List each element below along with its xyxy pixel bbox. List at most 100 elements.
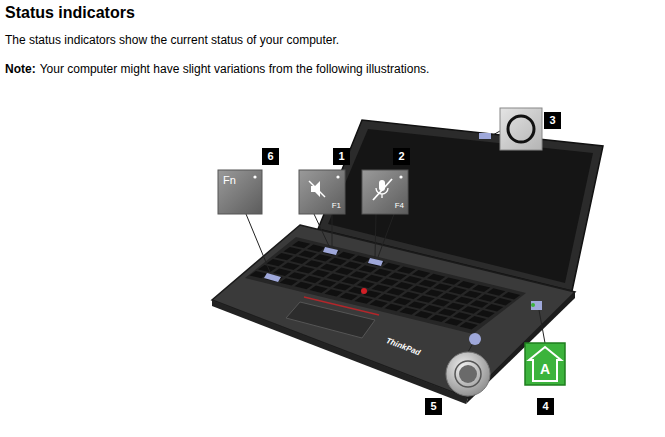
keyboard-key (326, 273, 344, 280)
f4-key: F4 (362, 170, 408, 214)
key-led (399, 175, 402, 178)
keyboard-key (380, 278, 398, 285)
keyboard-key (290, 257, 308, 264)
keyboard-key (448, 287, 466, 294)
keyboard-key (416, 295, 434, 302)
keyboard-key (393, 298, 411, 305)
keyboard-key (275, 253, 293, 260)
keyboard-key (384, 304, 402, 311)
intro-text: The status indicators show the current s… (5, 33, 339, 47)
fingerprint-sensor (459, 365, 477, 383)
f1-key-highlight (323, 247, 338, 255)
keyboard-key (313, 254, 331, 261)
keyboard-key (266, 259, 284, 266)
note-label: Note: (5, 62, 36, 76)
camera-highlight (479, 133, 491, 139)
f1-key: F1 (299, 170, 345, 214)
keyboard-key (476, 310, 494, 317)
indicator-highlight (531, 301, 542, 310)
callout-number: 6 (262, 148, 279, 165)
keyboard-key (371, 284, 389, 291)
fingerprint-ring (455, 361, 481, 387)
keyboard-key (463, 291, 481, 298)
keyboard-key (305, 260, 323, 267)
keyboard-key (468, 316, 486, 323)
keyboard-key (472, 285, 490, 292)
trackpad (286, 302, 375, 338)
keyboard-key (350, 271, 368, 278)
keyboard-key (487, 288, 505, 295)
keyboard-key (427, 274, 445, 281)
mic-slash (373, 179, 392, 200)
keyboard-key (382, 263, 400, 270)
key-led (336, 175, 339, 178)
trackpoint (361, 288, 367, 294)
keyboard-key (279, 278, 297, 285)
keyboard-key (283, 247, 301, 254)
keyboard-key (339, 293, 357, 300)
keyboard-key (333, 283, 351, 290)
keyboard-key (352, 255, 370, 262)
keyboard-key (328, 258, 346, 265)
f4-key-highlight (368, 258, 383, 266)
key-label: Fn (223, 174, 236, 186)
keyboard-key (378, 294, 396, 301)
leader-lines (246, 131, 545, 352)
keyboard-key (298, 251, 316, 258)
keyboard-key (373, 269, 391, 276)
icon-letter: A (540, 361, 550, 378)
keyboard-key (444, 318, 462, 325)
callout-number: 1 (333, 148, 350, 165)
keyboard-key (303, 276, 321, 283)
keyboard-key (273, 269, 291, 276)
callout-number: 4 (537, 398, 554, 415)
keyboard-key (337, 252, 355, 259)
keyboard-key (281, 263, 299, 270)
keyboard-key (478, 294, 496, 301)
keyboard-key (502, 292, 520, 299)
keyboard-key (356, 281, 374, 288)
note-text: Your computer might have slight variatio… (40, 62, 430, 76)
house-outline (529, 347, 561, 381)
key-label: F1 (332, 202, 341, 211)
keyboard-key (354, 296, 372, 303)
fn-key-highlight (264, 273, 281, 282)
keyboard-key (343, 261, 361, 268)
keyboard-key (410, 286, 428, 293)
keyboard-key (425, 289, 443, 296)
keyboard-key (408, 301, 426, 308)
keyboard-key (348, 287, 366, 294)
callout-number: 3 (544, 112, 561, 129)
keyboard-key (470, 300, 488, 307)
keyboard-key (388, 272, 406, 279)
keyboard-key (395, 282, 413, 289)
fingerprint-zoom (446, 352, 490, 396)
keyboard-key (401, 292, 419, 299)
keyboard-key (307, 245, 325, 252)
keyboard-key (369, 300, 387, 307)
keyboard-key (311, 270, 329, 277)
fn-key-zoom (218, 170, 262, 214)
keyboard-key (365, 275, 383, 282)
keyboard-key (459, 322, 477, 329)
keyboard-key (414, 311, 432, 318)
camera-zoom (500, 108, 542, 150)
keyboard-key (403, 276, 421, 283)
green-indicator-zoom (525, 343, 565, 385)
trackpoint-buttons (304, 297, 379, 315)
f1-key-zoom (299, 170, 345, 214)
keyboard-key (433, 283, 451, 290)
keyboard-key (412, 270, 430, 277)
keyboard-key (493, 298, 511, 305)
keyboard-key (358, 265, 376, 272)
keyboard-key (399, 307, 417, 314)
keyboard-key (442, 277, 460, 284)
keyboard-key (318, 279, 336, 286)
keyboard-key (461, 306, 479, 313)
keyboard-key (296, 266, 314, 273)
callout-number: 2 (393, 148, 410, 165)
mute-slash (309, 181, 325, 197)
keyboard-key (324, 289, 342, 296)
keyboard-key (429, 315, 447, 322)
